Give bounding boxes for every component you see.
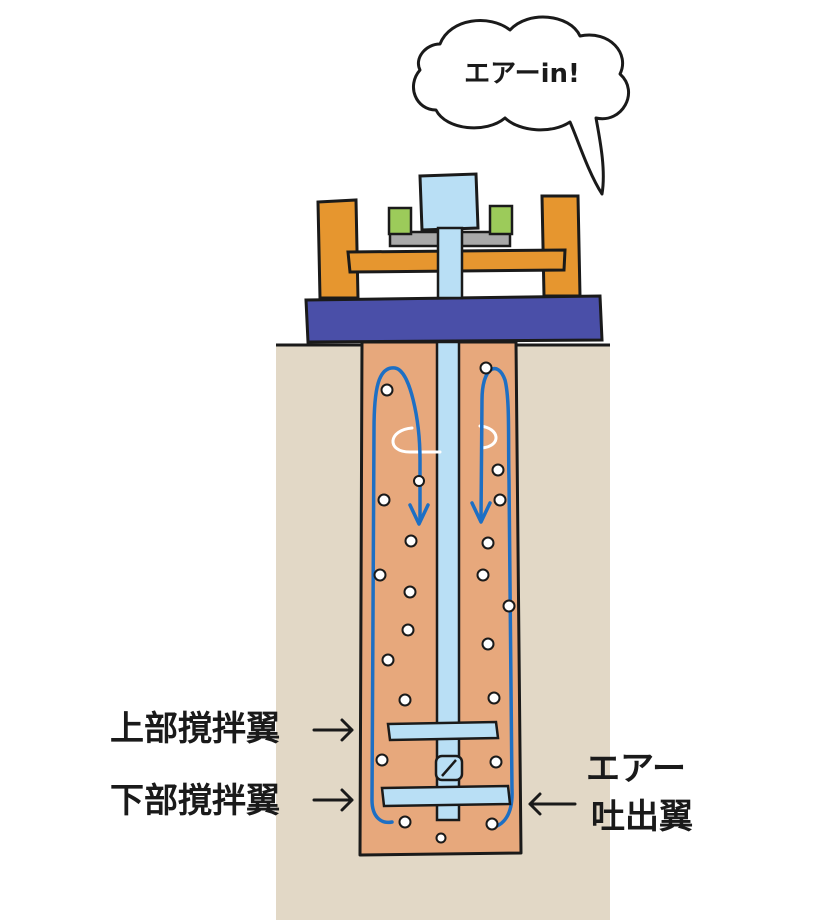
air-bubble xyxy=(403,585,417,599)
shaft-upper xyxy=(436,226,464,300)
shaft-coupling-mark xyxy=(441,759,457,777)
air-bubble xyxy=(398,815,412,829)
bolt-left xyxy=(387,206,413,236)
air-bubble xyxy=(401,623,415,637)
air-bubbles xyxy=(373,361,516,844)
speech-bubble-text: エアーin! xyxy=(464,59,580,89)
air-bubble xyxy=(435,832,447,844)
motor-head xyxy=(418,172,480,232)
flow-loop-left xyxy=(370,366,422,825)
air-bubble xyxy=(481,536,495,550)
air-bubble xyxy=(487,691,501,705)
speech-bubble xyxy=(411,15,631,196)
air-bubble xyxy=(491,463,505,477)
rotation-arrow-left xyxy=(391,426,442,454)
air-bubble xyxy=(493,493,507,507)
air-bubble xyxy=(381,653,395,667)
flow-arrow-left xyxy=(408,503,430,526)
shaft xyxy=(435,340,461,822)
air-bubble xyxy=(479,361,493,375)
air-outlet-label-line2: 吐出翼 xyxy=(591,797,693,837)
frame-post-right xyxy=(540,194,582,298)
air-outlet-label-line1: エアー xyxy=(586,749,686,789)
frame-post-left xyxy=(316,198,360,300)
air-bubble xyxy=(481,637,495,651)
machine-base xyxy=(304,294,604,344)
lower-blade-label: 下部撹拌翼 xyxy=(110,781,280,821)
upper-blade-label: 上部撹拌翼 xyxy=(110,709,280,749)
lower-blade-arrow xyxy=(312,788,354,812)
air-bubble xyxy=(404,534,418,548)
lower-mixing-blade xyxy=(380,784,512,808)
air-bubble xyxy=(377,493,391,507)
rotation-arrow-right xyxy=(478,424,498,450)
air-bubble xyxy=(373,568,387,582)
upper-blade-arrow xyxy=(312,718,354,742)
air-bubble xyxy=(398,693,412,707)
flow-arrow-right xyxy=(470,501,492,524)
bolt-right xyxy=(488,204,514,236)
air-bubble xyxy=(375,753,389,767)
air-outlet-arrow xyxy=(528,792,577,816)
air-bubble xyxy=(502,599,516,613)
upper-mixing-blade xyxy=(386,720,500,742)
air-bubble xyxy=(489,755,503,769)
air-bubble xyxy=(476,568,490,582)
air-bubble xyxy=(413,475,425,487)
air-bubble xyxy=(485,817,499,831)
air-bubble xyxy=(380,383,394,397)
